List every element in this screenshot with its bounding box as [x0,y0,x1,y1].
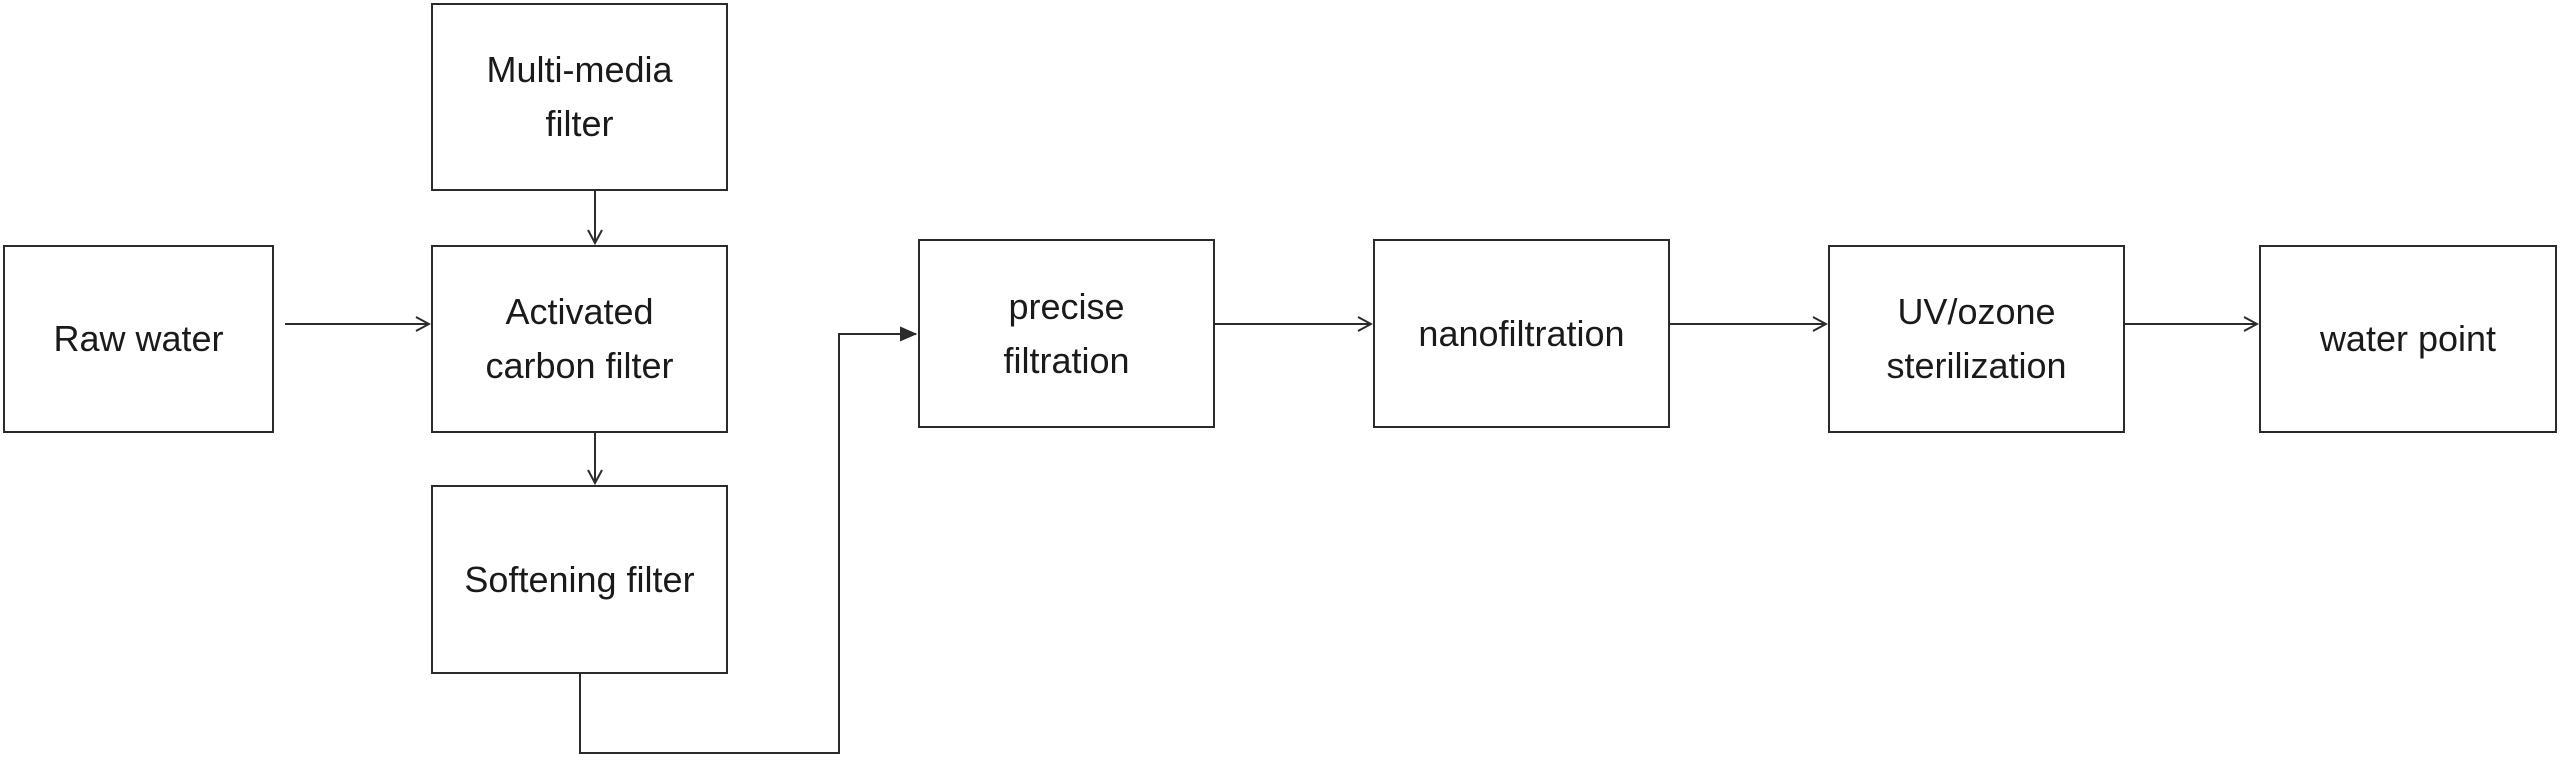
node-water-point: water point [2259,245,2557,433]
node-activated-carbon-filter: Activated carbon filter [431,245,728,433]
node-label: Activated carbon filter [485,291,674,386]
node-label: precise filtration [1003,285,1130,381]
node-label: Softening filter [464,558,695,600]
node-label: water point [2319,318,2497,359]
node-nanofiltration: nanofiltration [1373,239,1670,428]
node-softening-filter: Softening filter [431,485,728,674]
node-label: Multi-media filter [486,49,673,144]
node-label: Raw water [53,318,224,359]
arrow-softening-to-precise-filtration [579,334,916,754]
node-precise-filtration: precise filtration [918,239,1215,428]
node-raw-water: Raw water [3,245,274,433]
node-uv-ozone-sterilization: UV/ozone sterilization [1828,245,2125,433]
node-multi-media-filter: Multi-media filter [431,3,728,191]
node-label: UV/ozone sterilization [1886,291,2067,386]
node-label: nanofiltration [1418,312,1625,354]
